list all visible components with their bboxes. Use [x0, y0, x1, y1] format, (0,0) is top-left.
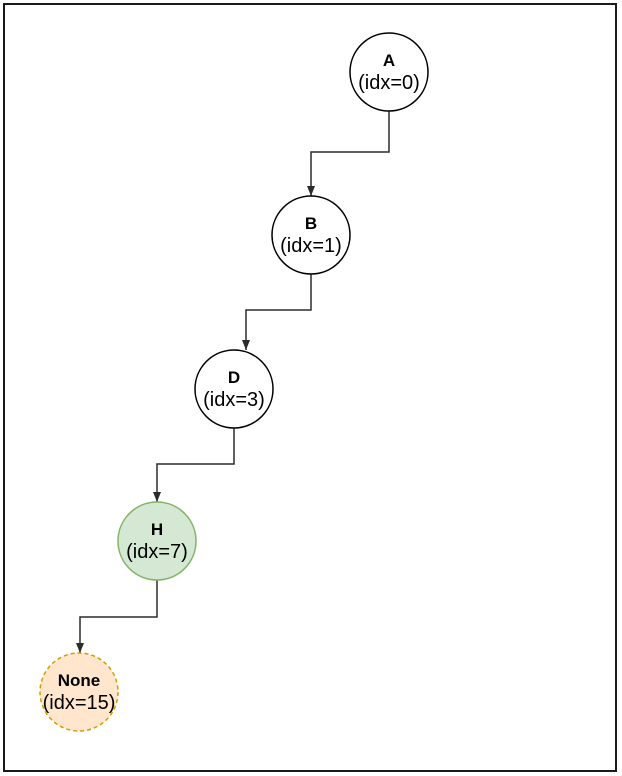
node-circle-B — [271, 195, 351, 275]
nodes-layer: A (idx=0) B (idx=1) D (idx=3) H (idx=7) None (idx… — [39, 32, 429, 732]
node-circle-H — [117, 501, 197, 581]
node-circle-D — [194, 349, 274, 429]
node-label: B — [305, 214, 317, 233]
tree-node-D: D (idx=3) — [194, 349, 274, 429]
edge-H-to-None — [76, 580, 158, 653]
node-label: D — [228, 368, 240, 387]
edges-layer — [76, 111, 390, 653]
node-label: A — [383, 51, 395, 70]
node-sublabel: (idx=15) — [43, 692, 116, 714]
tree-node-A: A (idx=0) — [349, 32, 429, 112]
node-sublabel: (idx=1) — [280, 235, 342, 257]
node-sublabel: (idx=7) — [126, 541, 188, 563]
node-circle-None — [39, 652, 119, 732]
node-sublabel: (idx=0) — [358, 72, 420, 94]
tree-node-H: H (idx=7) — [117, 501, 197, 581]
node-label: H — [151, 520, 163, 539]
node-sublabel: (idx=3) — [203, 389, 265, 411]
edge-B-to-D — [242, 274, 312, 350]
tree-node-None: None (idx=15) — [39, 652, 119, 732]
edge-D-to-H — [153, 428, 235, 502]
node-circle-A — [349, 32, 429, 112]
tree-node-B: B (idx=1) — [271, 195, 351, 275]
node-label: None — [58, 671, 101, 690]
page-frame — [3, 3, 617, 772]
edge-A-to-B — [307, 111, 390, 196]
